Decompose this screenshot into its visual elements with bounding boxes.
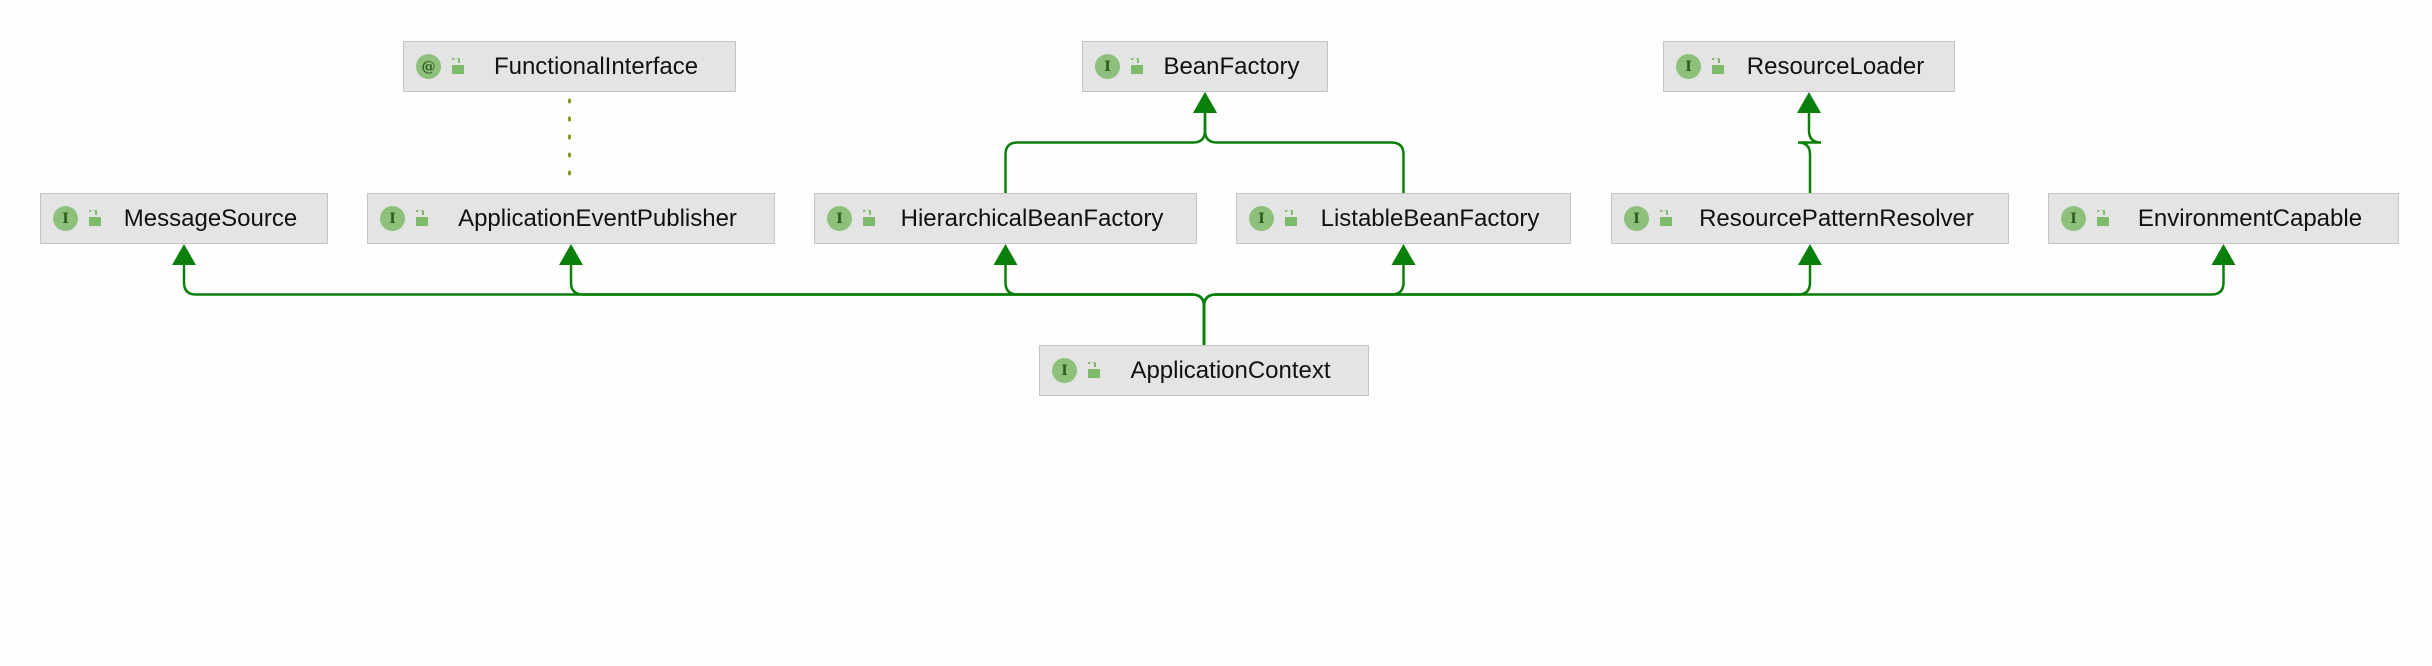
node-application-context[interactable]: I ApplicationContext — [1039, 345, 1369, 396]
node-label: ResourcePatternResolver — [1699, 204, 1974, 232]
interface-icon: I — [1095, 54, 1120, 79]
node-label: BeanFactory — [1163, 52, 1300, 80]
node-environment-capable[interactable]: I EnvironmentCapable — [2048, 193, 2399, 244]
node-label: EnvironmentCapable — [2137, 204, 2363, 232]
unlocked-icon — [1660, 209, 1672, 226]
interface-icon: I — [2061, 206, 2086, 231]
node-label: ApplicationEventPublisher — [458, 204, 737, 232]
node-label: ListableBeanFactory — [1320, 204, 1540, 232]
node-label: MessageSource — [123, 204, 298, 232]
node-label: ResourceLoader — [1746, 52, 1925, 80]
edge-listable-bean-factory-to-bean-factory-arrowhead — [1193, 92, 1217, 113]
node-label: HierarchicalBeanFactory — [900, 204, 1164, 232]
edge-application-context-to-hierarchical-bean-factory-arrowhead — [993, 244, 1018, 265]
edge-application-context-to-listable-bean-factory-line — [1202, 264, 1405, 345]
edge-application-context-to-message-source-arrowhead — [172, 244, 196, 265]
node-resource-pattern-resolver[interactable]: I ResourcePatternResolver — [1611, 193, 2009, 244]
edge-application-context-to-environment-capable-line — [1202, 264, 2225, 345]
interface-icon: I — [1052, 358, 1077, 383]
edge-application-context-to-message-source-line — [182, 264, 1206, 345]
node-label: ApplicationContext — [1130, 356, 1331, 384]
unlocked-icon — [1131, 57, 1143, 74]
interface-icon: I — [380, 206, 405, 231]
unlocked-icon — [89, 209, 101, 226]
edge-resource-pattern-resolver-to-resource-loader-line — [1797, 112, 1822, 193]
unlocked-icon — [452, 57, 464, 74]
edge-application-context-to-resource-pattern-resolver-line — [1202, 264, 1812, 345]
interface-icon: I — [827, 206, 852, 231]
node-functional-interface[interactable]: @ FunctionalInterface — [403, 41, 736, 92]
edge-resource-pattern-resolver-to-resource-loader-arrowhead — [1797, 92, 1821, 113]
edge-application-context-to-environment-capable-arrowhead — [2211, 244, 2236, 265]
interface-icon: I — [1624, 206, 1649, 231]
unlocked-icon — [2097, 209, 2109, 226]
edge-application-context-to-application-event-publisher-arrowhead — [559, 244, 583, 265]
unlocked-icon — [1712, 57, 1724, 74]
interface-icon: I — [1676, 54, 1701, 79]
unlocked-icon — [1088, 361, 1100, 378]
edge-application-context-to-resource-pattern-resolver-arrowhead — [1798, 244, 1822, 265]
node-label: FunctionalInterface — [493, 52, 699, 80]
edge-application-context-to-listable-bean-factory-arrowhead — [1391, 244, 1416, 265]
edge-application-context-to-application-event-publisher-line — [569, 264, 1206, 345]
node-listable-bean-factory[interactable]: I ListableBeanFactory — [1236, 193, 1571, 244]
node-hierarchical-bean-factory[interactable]: I HierarchicalBeanFactory — [814, 193, 1197, 244]
unlocked-icon — [863, 209, 875, 226]
node-bean-factory[interactable]: I BeanFactory — [1082, 41, 1328, 92]
node-resource-loader[interactable]: I ResourceLoader — [1663, 41, 1955, 92]
annotation-icon: @ — [416, 54, 441, 79]
interface-icon: I — [53, 206, 78, 231]
edge-listable-bean-factory-to-bean-factory-line — [1203, 112, 1405, 193]
interface-icon: I — [1249, 206, 1274, 231]
edge-application-context-to-hierarchical-bean-factory-line — [1004, 264, 1206, 345]
node-application-event-publisher[interactable]: I ApplicationEventPublisher — [367, 193, 775, 244]
unlocked-icon — [416, 209, 428, 226]
node-message-source[interactable]: I MessageSource — [40, 193, 328, 244]
unlocked-icon — [1285, 209, 1297, 226]
edge-hierarchical-bean-factory-to-bean-factory-line — [1004, 112, 1207, 193]
